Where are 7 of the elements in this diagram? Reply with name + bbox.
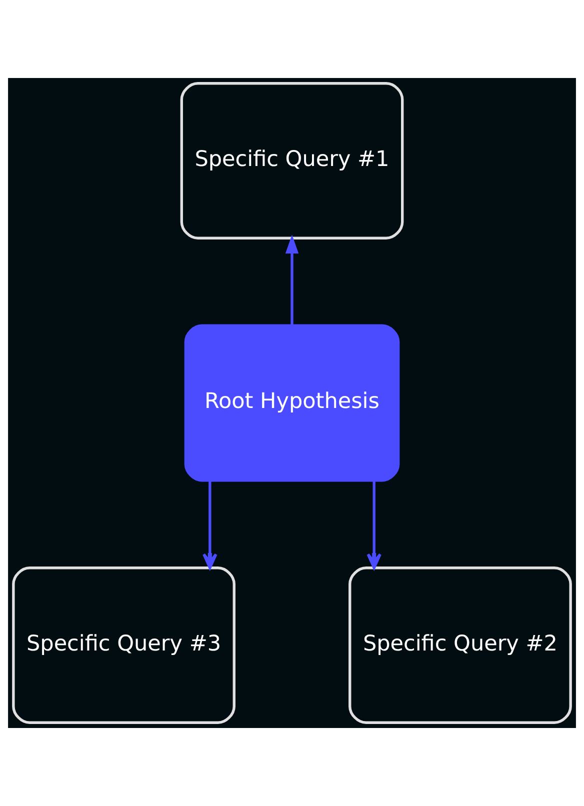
node-box: Specific Query #3 [12, 566, 236, 724]
node-box: Specific Query #2 [348, 566, 572, 724]
arrow [202, 480, 218, 570]
node-box: Specific Query #1 [180, 82, 404, 240]
arrow [285, 234, 299, 326]
node-box: Root Hypothesis [184, 324, 400, 482]
arrow [366, 480, 382, 570]
